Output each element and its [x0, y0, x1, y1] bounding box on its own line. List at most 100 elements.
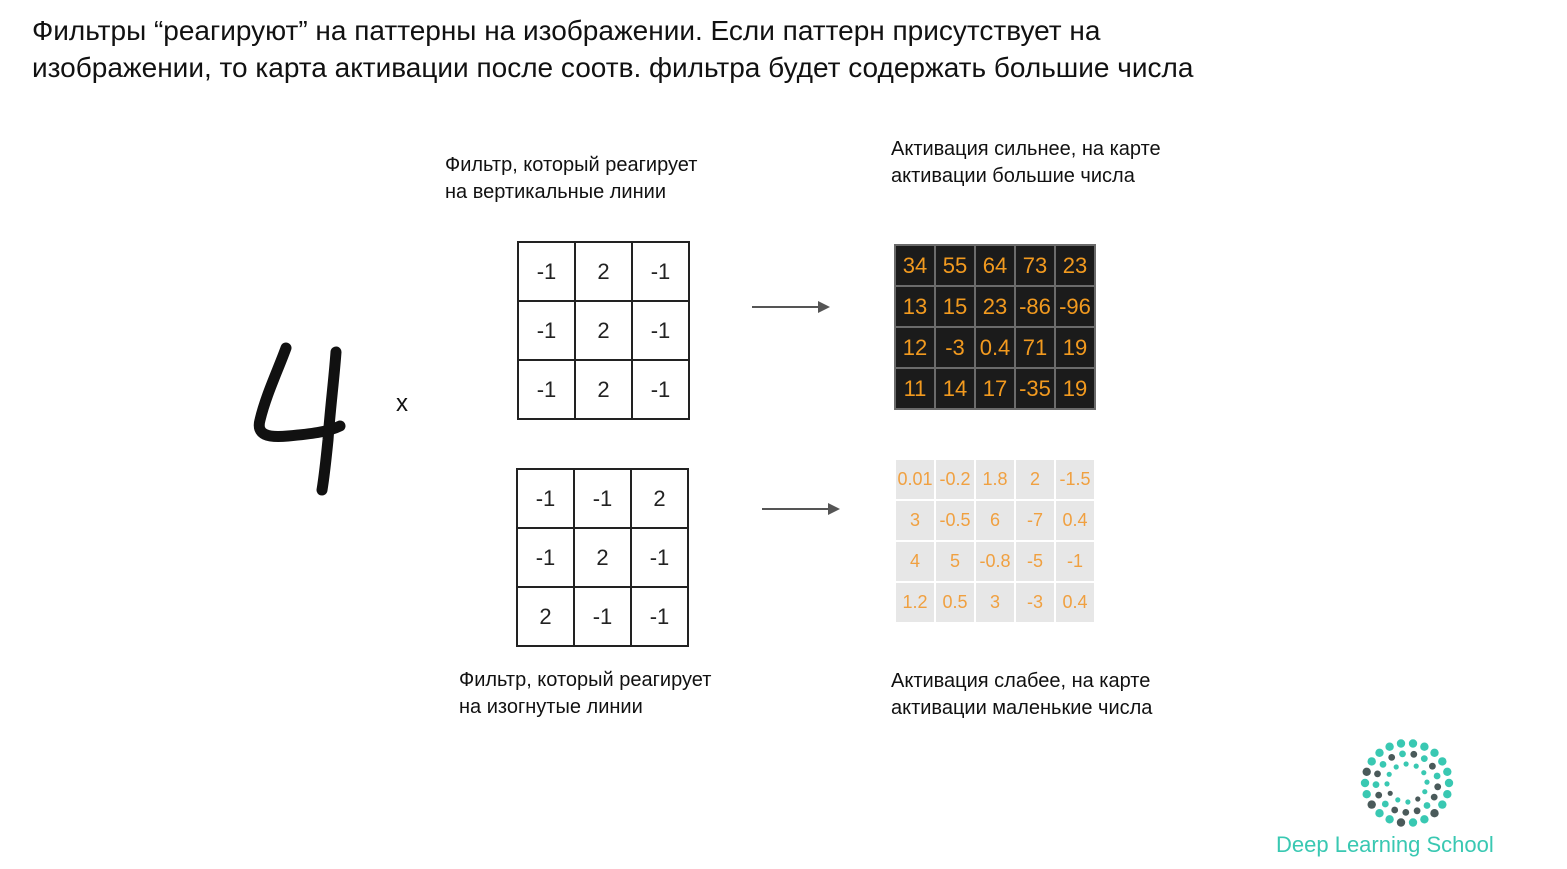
activation-cell: -3 [1014, 581, 1056, 624]
logo-dot [1444, 778, 1454, 788]
activation-cell: -0.2 [934, 458, 976, 501]
logo-dot [1393, 764, 1399, 770]
kernel-cell: -1 [516, 527, 575, 588]
handwritten-digit-image [253, 342, 346, 496]
activation-cell: -0.5 [934, 499, 976, 542]
logo-dot [1399, 750, 1406, 758]
title-line-2: изображении, то карта активации после со… [32, 52, 1194, 83]
kernel-cell: -1 [516, 468, 575, 529]
logo-dot [1430, 748, 1439, 757]
logo-dot [1420, 742, 1429, 751]
logo-dot [1410, 750, 1418, 758]
kernel-cell: -1 [630, 586, 689, 647]
logo-dot [1443, 767, 1452, 776]
activation-cell: 19 [1054, 367, 1096, 410]
logo-dot [1420, 815, 1429, 824]
activation-cell: -0.8 [974, 540, 1016, 583]
logo-dot [1385, 815, 1394, 824]
activation-cell: 6 [974, 499, 1016, 542]
logo-dot [1372, 781, 1380, 788]
kernel-cell: -1 [573, 586, 632, 647]
kernel-cell: -1 [631, 241, 690, 302]
logo-dot [1408, 739, 1418, 748]
multiply-sign: x [396, 390, 408, 417]
logo-dot [1375, 791, 1383, 799]
activation-cell: 3 [974, 581, 1016, 624]
activation-cell: 23 [974, 285, 1016, 328]
activation-cell: 2 [1014, 458, 1056, 501]
kernel-cell: 2 [573, 527, 632, 588]
activation-cell: 14 [934, 367, 976, 410]
logo-dot [1422, 789, 1428, 795]
activation-cell: 17 [974, 367, 1016, 410]
kernel-cell: 2 [516, 586, 575, 647]
logo-dot [1408, 818, 1418, 827]
vertical-filter-kernel: -1 2 -1 -1 2 -1 -1 2 -1 [517, 241, 690, 420]
kernel-cell: 2 [574, 300, 633, 361]
activation-cell: -86 [1014, 285, 1056, 328]
logo-dot [1423, 802, 1431, 809]
logo-dot [1434, 783, 1442, 791]
logo-dot [1381, 800, 1389, 808]
logo-dot [1384, 781, 1390, 787]
activation-cell: -3 [934, 326, 976, 369]
kernel-cell: 2 [630, 468, 689, 529]
kernel-cell: -1 [517, 359, 576, 420]
activation-cell: 23 [1054, 244, 1096, 287]
activation-cell: 0.4 [1054, 499, 1096, 542]
logo-dot [1430, 793, 1438, 801]
logo-dot [1362, 767, 1371, 776]
logo-dot [1415, 796, 1421, 802]
title-line-1: Фильтры “реагируют” на паттерны на изобр… [32, 15, 1101, 46]
activation-cell: 3 [894, 499, 936, 542]
kernel-cell: -1 [630, 527, 689, 588]
activation-cell: 1.2 [894, 581, 936, 624]
logo-dot [1438, 800, 1447, 809]
logo-dot [1395, 797, 1401, 803]
activation-cell: -1 [1054, 540, 1096, 583]
logo-dot [1362, 790, 1371, 799]
logo-dot [1375, 748, 1384, 757]
arrow-right-icon [752, 301, 830, 313]
activation-cell: 1.8 [974, 458, 1016, 501]
kernel-cell: -1 [573, 468, 632, 529]
logo-dot [1396, 739, 1406, 748]
spiral-dots-icon [1360, 739, 1454, 827]
logo-dot [1367, 800, 1376, 809]
logo-dot [1388, 754, 1396, 761]
activation-cell: 73 [1014, 244, 1056, 287]
weak-activation-caption: Активация слабее, на карте активации мал… [891, 670, 1153, 719]
logo-dot [1375, 809, 1384, 818]
curved-filter-caption: Фильтр, который реагирует на изогнутые л… [459, 669, 712, 718]
weak-activation-map: 0.01 -0.2 1.8 2 -1.5 3 -0.5 6 -7 0.4 4 5… [894, 458, 1096, 624]
activation-cell: 34 [894, 244, 936, 287]
kernel-cell: -1 [517, 241, 576, 302]
logo-dot [1374, 770, 1381, 778]
activation-cell: 64 [974, 244, 1016, 287]
logo-dot [1443, 790, 1452, 799]
arrow-right-icon [762, 503, 840, 515]
logo-dot [1403, 761, 1409, 767]
activation-cell: -1.5 [1054, 458, 1096, 501]
logo-text: Deep Learning School [1276, 832, 1494, 857]
logo-dot [1433, 772, 1441, 780]
kernel-cell: -1 [517, 300, 576, 361]
logo-dot [1413, 807, 1421, 815]
logo-dot [1386, 771, 1392, 777]
kernel-cell: -1 [631, 300, 690, 361]
activation-cell: 5 [934, 540, 976, 583]
logo-dot [1413, 763, 1419, 769]
activation-cell: 19 [1054, 326, 1096, 369]
activation-cell: 71 [1014, 326, 1056, 369]
kernel-cell: 2 [574, 241, 633, 302]
logo-dot [1420, 755, 1428, 762]
kernel-cell: 2 [574, 359, 633, 420]
activation-cell: 0.4 [1054, 581, 1096, 624]
activation-cell: 4 [894, 540, 936, 583]
logo-dot [1387, 790, 1393, 796]
logo-dot [1402, 809, 1410, 816]
activation-cell: -96 [1054, 285, 1096, 328]
kernel-cell: -1 [631, 359, 690, 420]
logo-dot [1430, 809, 1439, 818]
strong-activation-map: 34 55 64 73 23 13 15 23 -86 -96 12 -3 0.… [894, 244, 1096, 410]
